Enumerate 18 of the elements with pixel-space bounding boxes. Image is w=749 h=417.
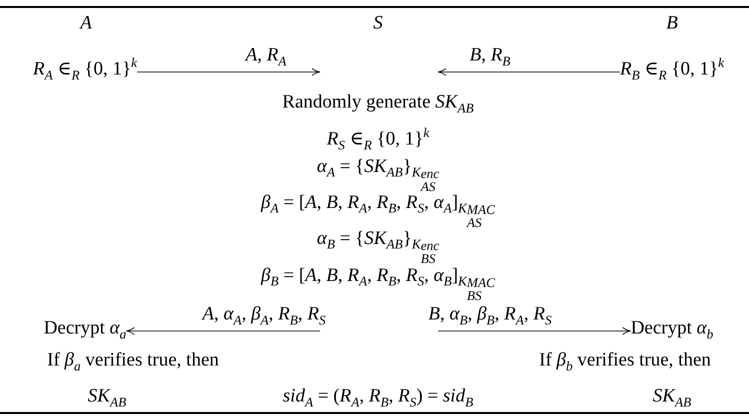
edge-label: B, α$_{B}$, β$_{B}$, R$_{A}$, R$_{S}$ <box>426 304 554 326</box>
math-expression: R$_{B}$ ∈$_{R}$ {0, 1}$^{k}$ <box>620 60 724 80</box>
math-expression: sid$_{A}$ = (R$_{A}$, R$_{B}$, R$_{S}$) = sid$_{B}$ <box>282 386 474 408</box>
edge-label: A, α$_{A}$, β$_{A}$, R$_{B}$, R$_{S}$ <box>200 304 328 326</box>
math-expression: SK$_{AB}$ <box>88 386 126 408</box>
step-text: Decrypt α$_{b}$ <box>630 318 714 340</box>
step-text: Randomly generate SK$_{AB}$ <box>282 92 474 114</box>
math-expression: SK$_{AB}$ <box>652 386 692 408</box>
party-label: B <box>666 14 678 34</box>
edge-label: A, R$_{A}$ <box>244 46 288 66</box>
math-expression: R$_{S}$ ∈$_{R}$ {0, 1}$^{k}$ <box>326 130 430 150</box>
party-label: A <box>80 14 92 34</box>
step-text: If β$_{b}$ verifies true, then <box>539 350 711 372</box>
step-text: Decrypt α$_{a}$ <box>44 318 126 340</box>
math-expression: R$_{A}$ ∈$_{R}$ {0, 1}$^{k}$ <box>32 60 138 80</box>
edge-label: B, R$_{B}$ <box>468 46 512 66</box>
party-label: S <box>373 14 383 34</box>
step-text: If β$_{a}$ verifies true, then <box>47 350 219 372</box>
